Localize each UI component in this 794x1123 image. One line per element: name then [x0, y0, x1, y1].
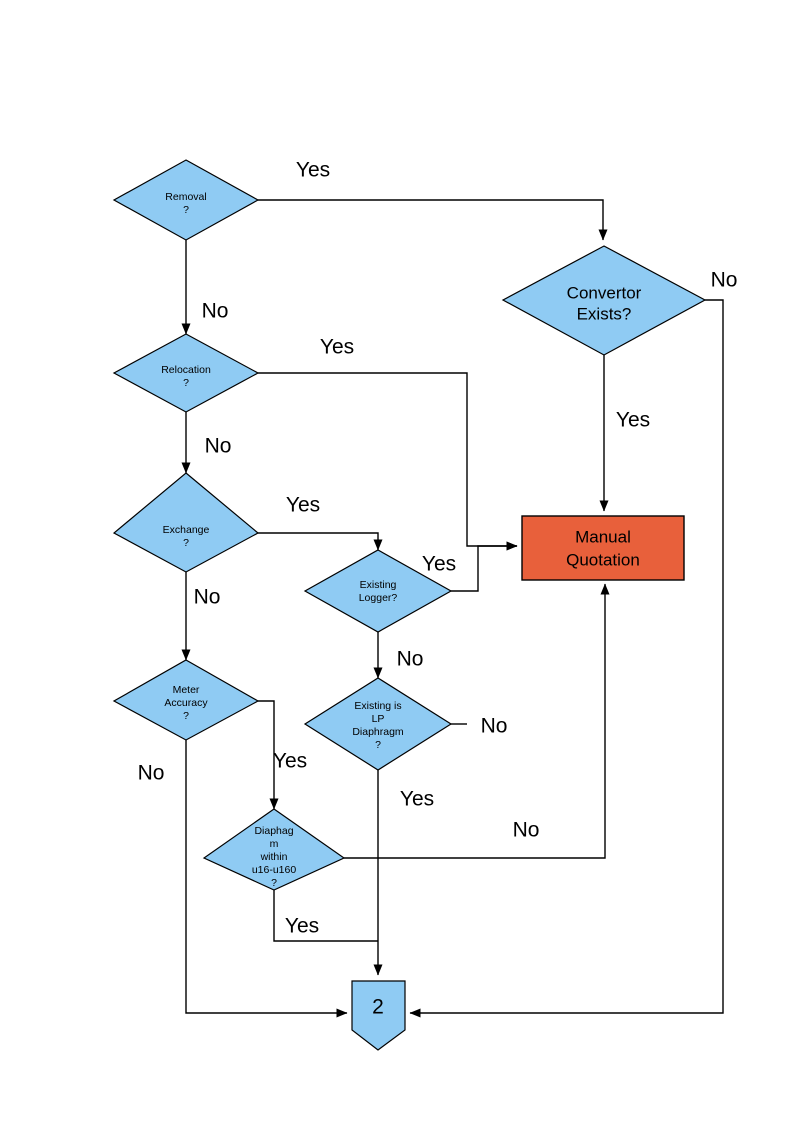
diaphragm-range-diamond[interactable] — [202, 808, 346, 891]
relocation-label-line1: Relocation — [161, 364, 211, 376]
manual-quotation-label-line1: Manual — [575, 527, 631, 546]
relocation-label-line2: ? — [183, 377, 189, 389]
removal-label-line1: Removal — [165, 191, 206, 203]
meter-accuracy-label-line1: Meter — [173, 684, 200, 696]
existing-lp-label-line1: Existing is — [354, 700, 401, 712]
edge-label-removal-yes: Yes — [296, 159, 330, 182]
edge-label-existing-lp-no: No — [481, 715, 508, 738]
edge-label-existing-logger-no: No — [397, 648, 424, 671]
edge-convertor-no — [409, 299, 724, 1018]
existing-lp-label-line3: Diaphragm — [352, 726, 404, 738]
node-convertor-exists[interactable]: Convertor Exists? — [501, 245, 707, 356]
edge-label-existing-lp-yes: Yes — [400, 788, 434, 811]
existing-logger-diamond[interactable] — [303, 549, 453, 633]
convertor-exists-diamond[interactable] — [501, 245, 707, 356]
edge-label-diaphragm-no: No — [513, 819, 540, 842]
edge-label-existing-logger-yes: Yes — [422, 553, 456, 576]
manual-quotation-label-line2: Quotation — [566, 550, 640, 569]
meter-accuracy-diamond[interactable] — [112, 659, 260, 741]
edge-label-convertor-yes: Yes — [616, 409, 650, 432]
exchange-diamond[interactable] — [112, 472, 260, 573]
exchange-label-line2: ? — [183, 537, 189, 549]
diaphragm-range-label-line5: ? — [271, 877, 277, 889]
diaphragm-range-label-line1: Diaphag — [254, 825, 293, 837]
edge-exchange-yes — [258, 532, 383, 551]
existing-lp-diaphragm-diamond[interactable] — [303, 677, 453, 771]
connector-2-label: 2 — [372, 996, 384, 1019]
edge-label-meter-accuracy-no: No — [138, 762, 165, 785]
edge-label-relocation-no: No — [205, 435, 232, 458]
edge-label-exchange-no: No — [194, 586, 221, 609]
node-relocation[interactable]: Relocation ? — [112, 333, 260, 413]
manual-quotation-box[interactable] — [521, 515, 685, 581]
node-connector-2[interactable]: 2 — [351, 980, 406, 1051]
edge-label-removal-no: No — [202, 300, 229, 323]
diaphragm-range-label-line4: u16-u160 — [252, 864, 297, 876]
edge-label-exchange-yes: Yes — [286, 494, 320, 517]
diaphragm-range-label-line2: m — [270, 838, 279, 850]
edge-diaphragm-no — [344, 583, 610, 859]
removal-label-line2: ? — [183, 204, 189, 216]
edge-meter-accuracy-no — [185, 740, 348, 1018]
edge-relocation-yes — [258, 372, 518, 551]
edge-label-meter-accuracy-yes: Yes — [273, 750, 307, 773]
convertor-exists-label-line2: Exists? — [577, 304, 632, 323]
existing-lp-label-line2: LP — [372, 713, 385, 725]
existing-logger-label-line1: Existing — [360, 579, 397, 591]
exchange-label-line1: Exchange — [163, 524, 210, 536]
convertor-exists-label-line1: Convertor — [567, 283, 642, 302]
edge-diaphragm-yes — [273, 890, 378, 942]
node-removal[interactable]: Removal ? — [112, 159, 260, 241]
edge-label-convertor-no: No — [711, 269, 738, 292]
connector-2-pentagon[interactable] — [351, 980, 406, 1051]
node-existing-logger[interactable]: Existing Logger? — [303, 549, 453, 633]
node-diaphragm-range[interactable]: Diaphag m within u16-u160 ? — [202, 808, 346, 891]
meter-accuracy-label-line3: ? — [183, 710, 189, 722]
existing-logger-label-line2: Logger? — [359, 592, 398, 604]
relocation-diamond[interactable] — [112, 333, 260, 413]
meter-accuracy-label-line2: Accuracy — [164, 697, 208, 709]
edge-label-relocation-yes: Yes — [320, 336, 354, 359]
edge-meter-accuracy-yes — [258, 700, 279, 810]
removal-diamond[interactable] — [112, 159, 260, 241]
edge-existing-logger-yes — [451, 541, 518, 592]
node-exchange[interactable]: Exchange ? — [112, 472, 260, 573]
edge-label-layer: Yes No Yes No Yes No Yes No No Yes Yes N… — [138, 159, 738, 938]
node-existing-lp-diaphragm[interactable]: Existing is LP Diaphragm ? — [303, 677, 453, 771]
node-meter-accuracy[interactable]: Meter Accuracy ? — [112, 659, 260, 741]
edge-removal-yes — [258, 199, 608, 241]
diaphragm-range-label-line3: within — [260, 851, 288, 863]
edge-label-diaphragm-yes: Yes — [285, 915, 319, 938]
edge-layer — [181, 199, 724, 1018]
existing-lp-label-line4: ? — [375, 739, 381, 751]
node-manual-quotation[interactable]: Manual Quotation — [521, 515, 685, 581]
